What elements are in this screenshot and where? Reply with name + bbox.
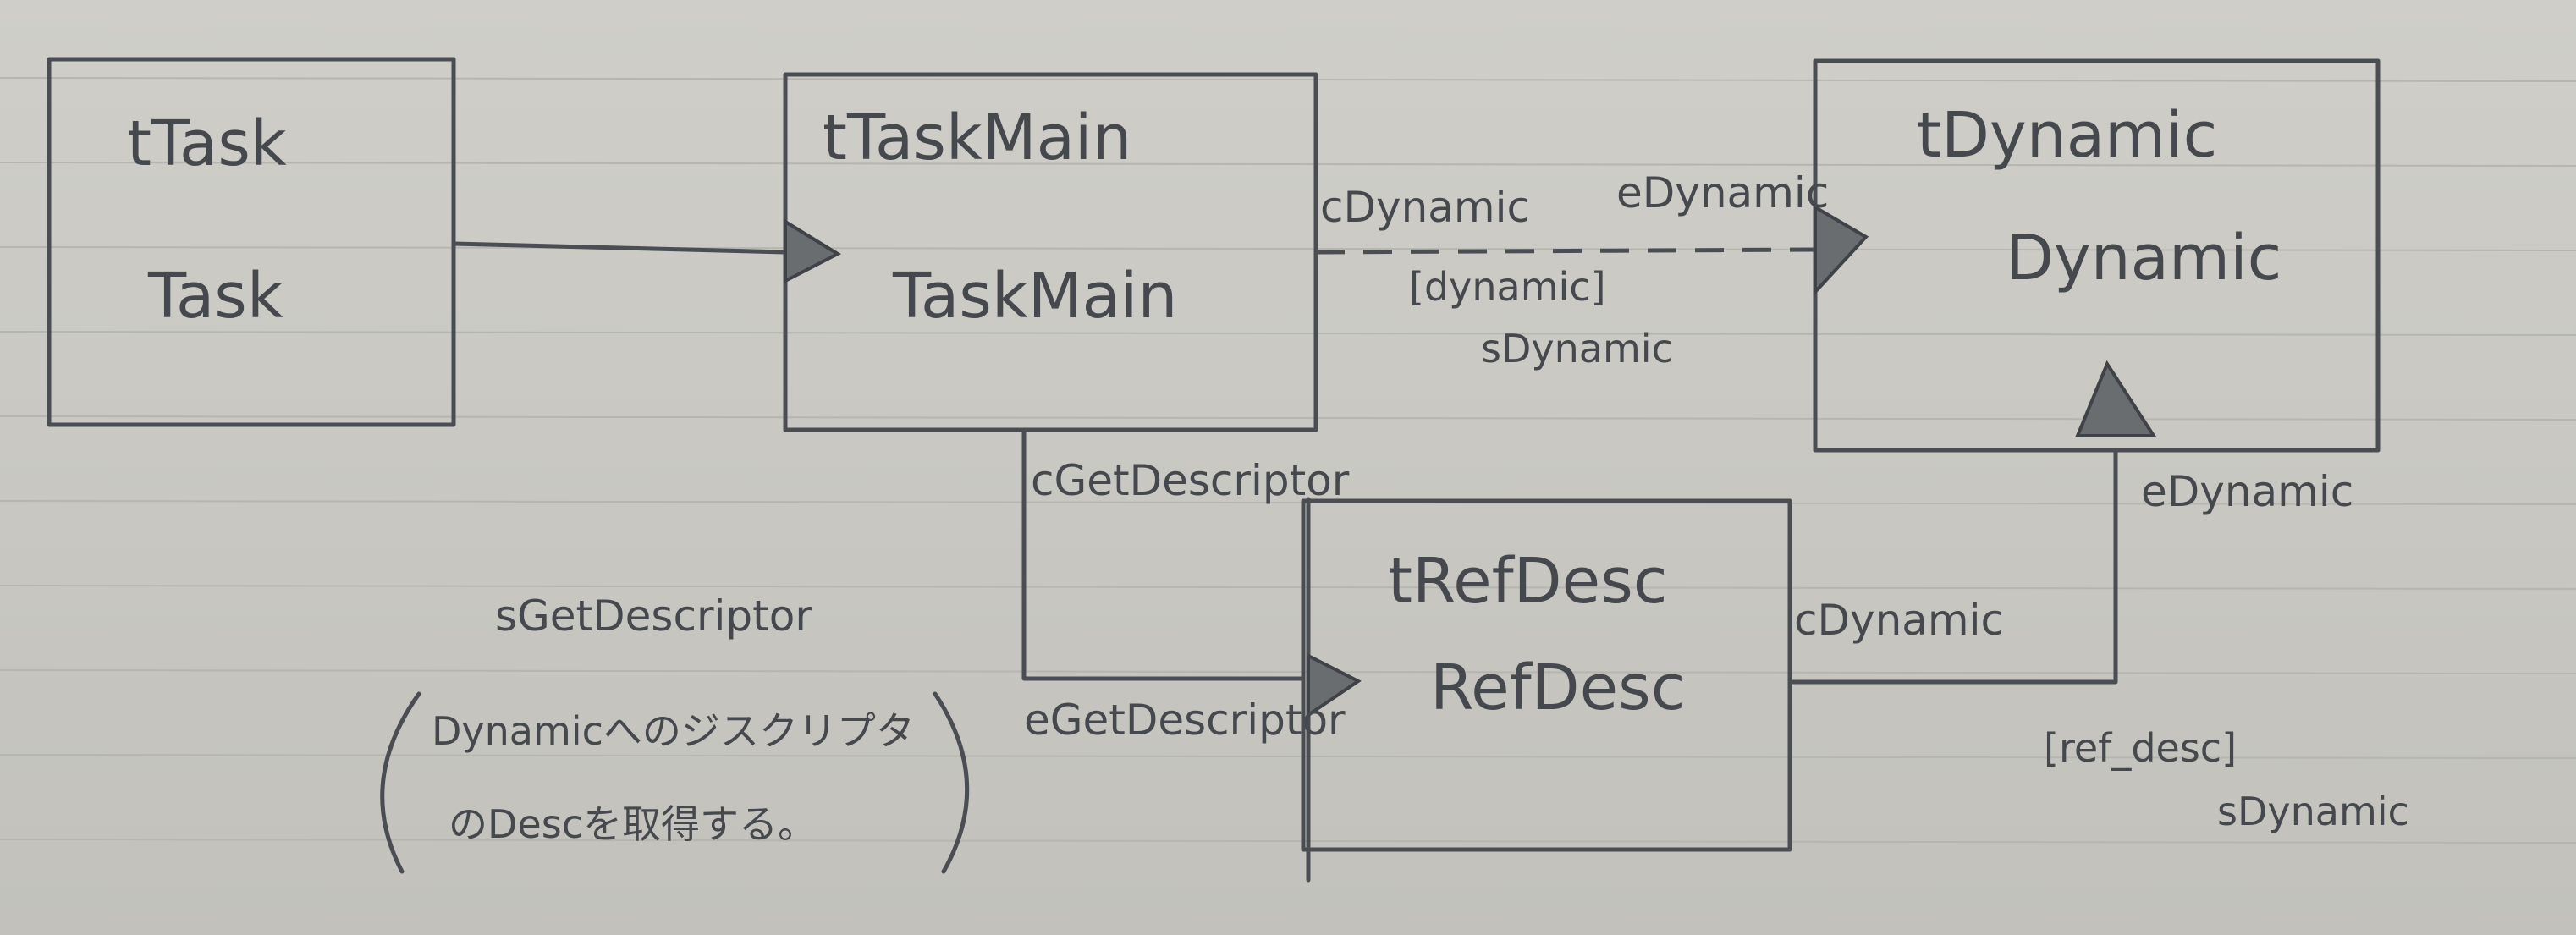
- label-sdynamic-1: sDynamic: [1481, 326, 1673, 371]
- label-sdynamic-2: sDynamic: [2217, 789, 2409, 834]
- label-edynamic-2: eDynamic: [2141, 467, 2353, 516]
- dynamic-instance-name: Dynamic: [2006, 222, 2282, 294]
- entry-port-refdesc: [1307, 652, 1362, 718]
- note-line-2: のDescを取得する。: [449, 801, 817, 847]
- refdesc-type-name: tRefDesc: [1388, 545, 1667, 618]
- taskmain-instance-name: TaskMain: [892, 260, 1177, 333]
- label-cdynamic-2: cDynamic: [1794, 596, 2004, 645]
- note-right-paren: [933, 691, 970, 874]
- label-cdynamic-1: cDynamic: [1320, 183, 1530, 232]
- connector-taskmain-dynamic: [1315, 247, 1816, 255]
- connector-refdesc-dynamic: [1787, 448, 2118, 685]
- entry-port-dynamic-bottom: [2075, 360, 2157, 437]
- note-left-paren: [380, 691, 421, 874]
- taskmain-type-name: tTaskMain: [823, 102, 1131, 174]
- label-ref-desc-signature: [ref_desc]: [2044, 725, 2237, 771]
- refdesc-instance-name: RefDesc: [1430, 652, 1685, 724]
- label-dynamic-signature: [dynamic]: [1409, 264, 1606, 310]
- connector-taskmain-refdesc: [1021, 427, 1306, 681]
- connector-task-taskmain: [451, 241, 788, 255]
- dynamic-type-name: tDynamic: [1917, 99, 2217, 172]
- entry-port-dynamic-top: [1814, 204, 1869, 297]
- task-type-name: tTask: [127, 107, 287, 180]
- task-instance-name: Task: [147, 260, 283, 333]
- label-cgetdescriptor: cGetDescriptor: [1031, 456, 1350, 505]
- label-egetdescriptor: eGetDescriptor: [1024, 696, 1346, 745]
- label-edynamic-1: eDynamic: [1616, 168, 1829, 217]
- ruled-lines: [0, 77, 2576, 844]
- component-box-refdesc: [1301, 498, 1792, 852]
- note-line-1: Dynamicへのジスクリプタ: [432, 708, 915, 754]
- entry-port-taskmain: [784, 218, 842, 284]
- note-signature: sGetDescriptor: [495, 591, 812, 641]
